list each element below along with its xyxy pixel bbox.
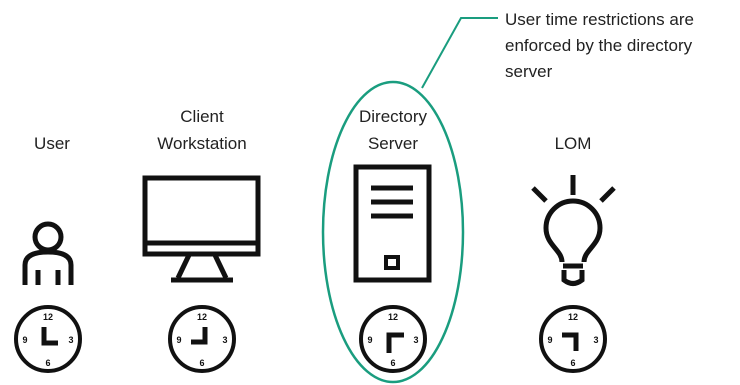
- callout-line-3: server: [505, 62, 553, 81]
- callout-leader-line: [421, 17, 498, 89]
- label-client-line-1: Client: [180, 107, 224, 126]
- clock-numeral-9: 9: [176, 335, 181, 345]
- clock-numeral-6: 6: [390, 358, 395, 368]
- callout-line-1: User time restrictions are: [505, 10, 694, 29]
- label-user: User: [34, 134, 70, 153]
- clock-numeral-3: 3: [68, 335, 73, 345]
- lightbulb-icon: [531, 175, 616, 286]
- clock-client: 12 3 6 9: [168, 305, 236, 373]
- clock-numeral-3: 3: [222, 335, 227, 345]
- clock-numeral-3: 3: [413, 335, 418, 345]
- clock-numeral-12: 12: [568, 312, 578, 322]
- clock-numeral-3: 3: [593, 335, 598, 345]
- clock-numeral-12: 12: [43, 312, 53, 322]
- clock-numeral-9: 9: [367, 335, 372, 345]
- clock-hands: [41, 327, 58, 346]
- callout-text: User time restrictions are enforced by t…: [505, 10, 699, 81]
- clock-numeral-9: 9: [22, 335, 27, 345]
- clock-directory: 12 3 6 9: [359, 305, 427, 373]
- clock-numeral-6: 6: [570, 358, 575, 368]
- clock-numeral-12: 12: [388, 312, 398, 322]
- label-directory-line-1: Directory: [359, 107, 428, 126]
- monitor-icon: [142, 175, 261, 283]
- callout-line-2: enforced by the directory: [505, 36, 693, 55]
- clock-hands: [191, 327, 208, 345]
- clock-lom: 12 3 6 9: [539, 305, 607, 373]
- label-lom: LOM: [555, 134, 592, 153]
- highlight-ellipse: [321, 80, 465, 384]
- clock-numeral-12: 12: [197, 312, 207, 322]
- server-icon: [353, 164, 432, 283]
- label-directory-line-2: Server: [368, 134, 418, 153]
- clock-user: 12 3 6 9: [14, 305, 82, 373]
- clock-hands: [562, 332, 579, 351]
- person-icon: [22, 221, 74, 285]
- clock-hands: [386, 332, 404, 353]
- label-client-line-2: Workstation: [157, 134, 246, 153]
- clock-numeral-6: 6: [199, 358, 204, 368]
- clock-numeral-9: 9: [547, 335, 552, 345]
- clock-numeral-6: 6: [45, 358, 50, 368]
